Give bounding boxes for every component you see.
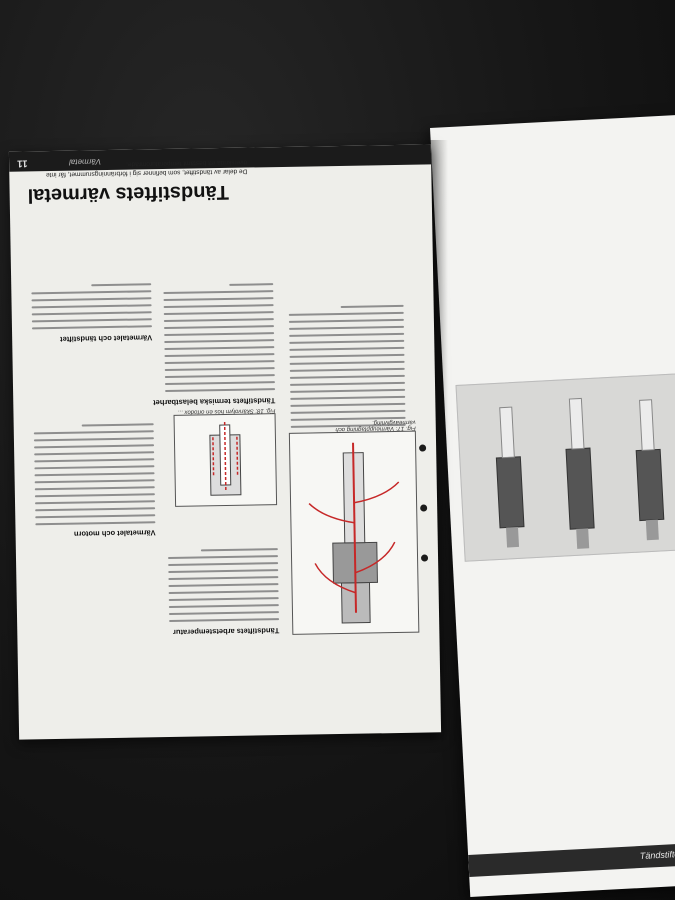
spark-plug-photo: [455, 372, 675, 562]
left-page: 11 Värmetal Tändstiftets värmetal De del…: [8, 144, 442, 740]
right-page-header-text: Tändstiftets uppbyggnad: [639, 846, 675, 862]
right-page-header: Tändstiftets uppbyggnad: [468, 840, 675, 877]
page-title: Tändstiftets värmetal: [27, 180, 229, 207]
binder-hole: [419, 444, 427, 452]
figure-caption: Fig. 17: Värmeupptagning och värmeavgivn…: [335, 418, 416, 433]
text-column: [288, 300, 406, 435]
spark-plug-section-figure: [173, 413, 278, 507]
text-column: [167, 543, 280, 623]
heading-motorn: Värmetalet och motorn: [73, 528, 156, 539]
heading-tandstiftet: Värmetalet och tändstiftet: [59, 333, 153, 344]
heading-termiska: Tändstiftets termiska belastbarhet: [153, 396, 276, 408]
text-column: [33, 418, 156, 526]
page-intro: De delar av tändstiftet, som befinner si…: [46, 159, 248, 178]
right-page: Tändstiftets uppbyggnad: [430, 113, 675, 897]
text-column: [31, 278, 152, 330]
text-column: [163, 278, 276, 393]
heading-arbetstemperatur: Tändstiftets arbetstemperatur: [172, 626, 280, 637]
binder-hole: [420, 554, 429, 562]
spark-plug-heat-figure: [288, 430, 420, 635]
